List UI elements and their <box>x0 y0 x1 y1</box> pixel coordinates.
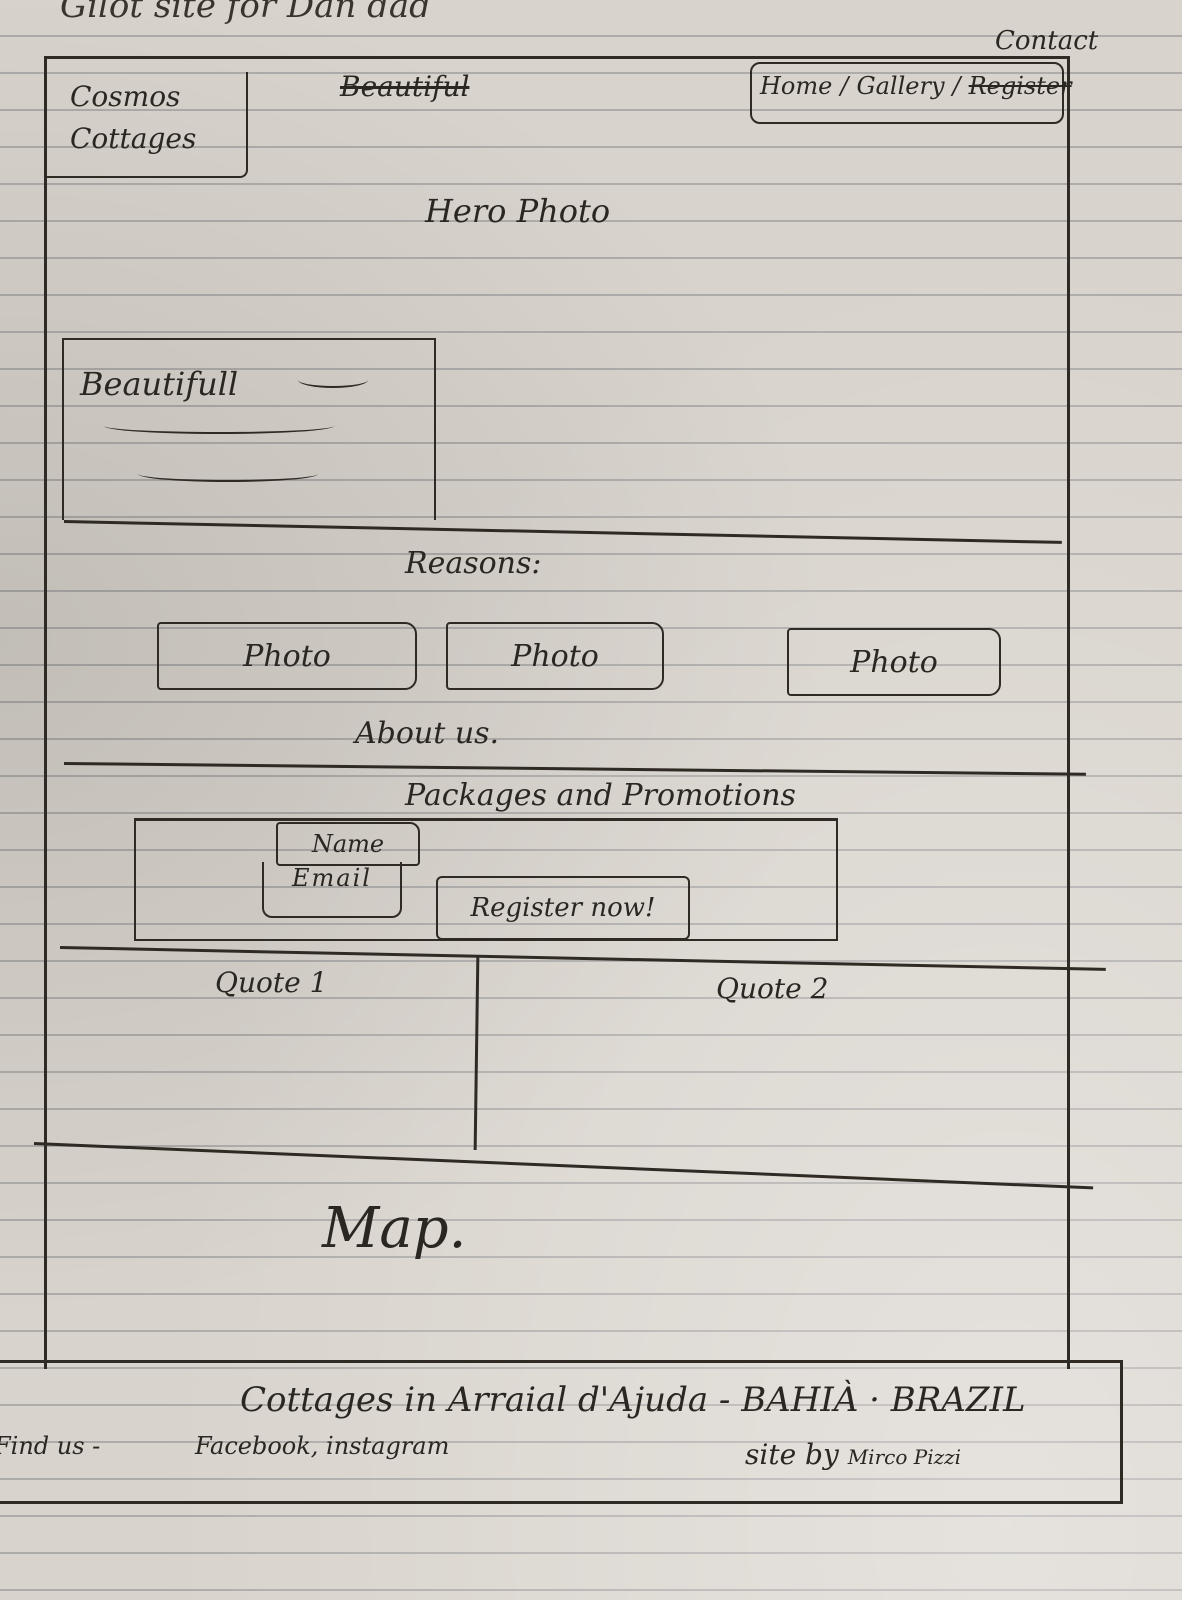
about-us-link[interactable]: About us. <box>355 716 500 751</box>
name-field[interactable]: Name <box>276 822 420 866</box>
nav-gallery[interactable]: Gallery <box>856 72 945 100</box>
top-scribble: Gilot site for Dan dad <box>60 0 431 26</box>
reason-photo-3[interactable]: Photo <box>787 628 1001 696</box>
page-frame <box>44 56 1070 1369</box>
social-links[interactable]: Facebook, instagram <box>195 1432 450 1460</box>
logo-text[interactable]: Cosmos Cottages <box>70 80 197 155</box>
nav-register[interactable]: Register <box>968 72 1072 100</box>
quote-2: Quote 2 <box>716 972 829 1005</box>
nav-bar <box>750 62 1064 124</box>
credit-label: site by <box>745 1438 839 1471</box>
squiggle-line <box>104 418 334 434</box>
credit-name: Mirco Pizzi <box>847 1445 962 1469</box>
footer-location: Cottages in Arraial d'Ajuda - BAHIÀ · BR… <box>240 1380 1026 1420</box>
quote-1: Quote 1 <box>215 966 328 999</box>
logo-box[interactable] <box>46 72 248 178</box>
contact-link[interactable]: Contact <box>995 26 1099 56</box>
hero-card <box>62 338 436 520</box>
hero-photo-label: Hero Photo <box>425 192 611 230</box>
footer <box>0 1360 1123 1504</box>
map-area[interactable]: Map. <box>322 1196 467 1261</box>
hero-card-title: Beautifull <box>80 365 239 403</box>
reason-photo-2[interactable]: Photo <box>446 622 664 690</box>
nav-home[interactable]: Home <box>760 72 833 100</box>
squiggle-line <box>298 372 368 388</box>
reasons-title: Reasons: <box>405 546 542 581</box>
email-field[interactable]: Email <box>262 862 402 918</box>
site-credit: site by Mirco Pizzi <box>745 1438 961 1471</box>
packages-title: Packages and Promotions <box>405 778 796 813</box>
nav-separator: / <box>840 72 849 100</box>
nav-separator: / <box>952 72 961 100</box>
register-now-button[interactable]: Register now! <box>436 876 690 940</box>
find-us-label: Find us - <box>0 1432 101 1460</box>
struck-title: Beautiful <box>340 70 470 103</box>
promo-form-box <box>134 818 838 941</box>
squiggle-line <box>138 466 318 482</box>
reason-photo-1[interactable]: Photo <box>157 622 417 690</box>
nav-items: Home / Gallery / Register <box>760 72 1072 100</box>
